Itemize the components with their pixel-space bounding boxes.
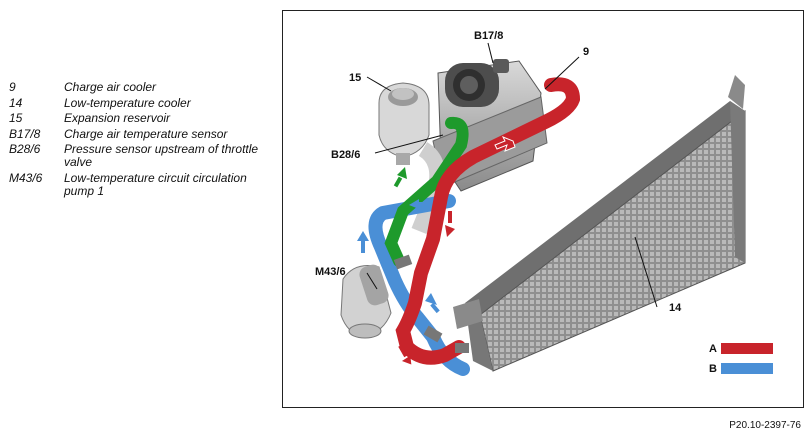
callout-b17-8: B17/8 bbox=[474, 30, 503, 42]
legend-item: B17/8 Charge air temperature sensor bbox=[9, 126, 274, 141]
legend-key: 15 bbox=[9, 111, 23, 125]
legend-desc: Low-temperature cooler bbox=[64, 95, 191, 110]
legend-item: 14 Low-temperature cooler bbox=[9, 95, 274, 110]
coolant-pipes bbox=[368, 77, 581, 376]
callout-9: 9 bbox=[583, 46, 589, 58]
legend-key: 9 bbox=[9, 80, 16, 94]
legend-item: 9 Charge air cooler bbox=[9, 81, 274, 94]
cooling-circuit-diagram: B17/8 9 15 B28/6 M43/6 14 A B bbox=[315, 30, 773, 376]
key-a-label: A bbox=[709, 343, 717, 355]
legend-item: 15 Expansion reservoir bbox=[9, 112, 274, 125]
low-temperature-cooler bbox=[453, 75, 746, 372]
legend-desc: Pressure sensor upstream of throttle val… bbox=[64, 142, 259, 169]
callout-m43-6: M43/6 bbox=[315, 266, 346, 278]
legend-item: M43/6 Low-temperature circuit circulatio… bbox=[9, 170, 274, 198]
callout-14: 14 bbox=[669, 302, 682, 314]
callout-15: 15 bbox=[349, 72, 361, 84]
legend-desc: Charge air temperature sensor bbox=[64, 126, 228, 141]
legend-desc: Low-temperature circuit circulation pump… bbox=[64, 170, 247, 198]
key-a-swatch bbox=[721, 343, 773, 354]
key-b-swatch bbox=[721, 363, 773, 374]
legend-list: 9 Charge air cooler 14 Low-temperature c… bbox=[9, 81, 274, 200]
legend-key: 14 bbox=[9, 95, 23, 110]
legend-item: B28/6 Pressure sensor upstream of thrott… bbox=[9, 143, 274, 169]
legend-key: B28/6 bbox=[9, 142, 41, 156]
figure-reference: P20.10-2397-76 bbox=[729, 420, 801, 431]
legend-desc: Expansion reservoir bbox=[64, 111, 171, 125]
leader-lines bbox=[366, 42, 658, 308]
legend-desc: Charge air cooler bbox=[64, 80, 157, 94]
legend-key: B17/8 bbox=[9, 126, 41, 141]
circulation-pump bbox=[340, 264, 392, 339]
diagram-frame: B17/8 9 15 B28/6 M43/6 14 A B bbox=[282, 10, 804, 408]
legend-key: M43/6 bbox=[9, 170, 43, 185]
flow-arrows bbox=[357, 136, 516, 365]
key-b-label: B bbox=[709, 363, 717, 375]
callout-b28-6: B28/6 bbox=[331, 149, 360, 161]
pipe-color-key: A B bbox=[709, 343, 773, 375]
expansion-reservoir bbox=[378, 82, 430, 165]
